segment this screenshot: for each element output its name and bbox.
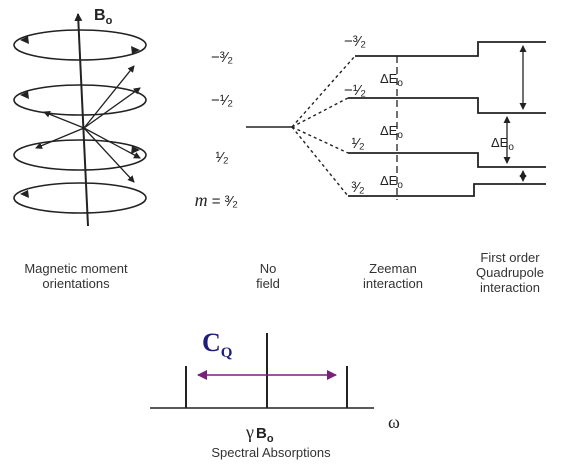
magnetic-moment-figure: Bo Magnetic moment orientations	[13, 7, 147, 291]
splitting-line	[291, 97, 349, 128]
omega-axis-label: ω	[388, 412, 400, 432]
quadrupole-caption-line3: interaction	[480, 280, 540, 295]
precession-ellipse-3	[13, 139, 147, 171]
level-plus-1-2	[348, 152, 546, 168]
moment-vector	[83, 127, 135, 183]
delta-e-label-2: ΔEo	[380, 123, 403, 141]
cq-label: CQ	[202, 328, 233, 361]
rotation-arrow	[131, 146, 140, 154]
precession-ellipse-2	[13, 84, 147, 116]
moment-vector	[83, 87, 141, 129]
moment-vector	[83, 65, 135, 129]
m-label-1: −³⁄₂	[211, 49, 233, 66]
m-label-3: ¹⁄₂	[215, 149, 229, 166]
rotation-arrow	[20, 190, 29, 198]
quadrupole-caption-line1: First order	[480, 250, 540, 265]
moment-vector	[35, 127, 85, 149]
b0-axis	[74, 13, 89, 227]
delta-e-label-3: ΔEo	[380, 173, 403, 191]
moment-vector	[83, 127, 141, 159]
moment-vector	[43, 110, 85, 129]
zeeman-label-2: −¹⁄₂	[344, 82, 366, 99]
rotation-arrow	[131, 46, 140, 54]
no-field-caption-line2: field	[256, 276, 280, 291]
no-field-caption-line1: No	[260, 261, 277, 276]
zeeman-caption-line2: interaction	[363, 276, 423, 291]
level-minus-3-2	[355, 41, 546, 57]
m-label-2: −¹⁄₂	[211, 92, 233, 109]
spectrum-caption: Spectral Absorptions	[211, 445, 331, 460]
m-quantum-labels: −³⁄₂ −¹⁄₂ ¹⁄₂ m = ³⁄₂	[195, 49, 239, 210]
magnetic-caption-line1: Magnetic moment	[24, 261, 128, 276]
delta-e-label-1: ΔEo	[380, 71, 403, 89]
zeeman-label-4: ³⁄₂	[351, 179, 365, 196]
magnetic-caption-line2: orientations	[42, 276, 110, 291]
b0-label: Bo	[94, 7, 113, 27]
zeeman-caption-line1: Zeeman	[369, 261, 417, 276]
energy-level-diagram: −³⁄₂ −¹⁄₂ ¹⁄₂ ³⁄₂ ΔEo ΔEo ΔEo ΔEo No fie…	[246, 33, 546, 295]
delta-e-label-quadrupole: ΔEo	[491, 135, 514, 153]
zeeman-label-3: ¹⁄₂	[351, 135, 365, 152]
quadrupole-caption-line2: Quadrupole	[476, 265, 544, 280]
rotation-arrow	[20, 91, 29, 99]
rotation-arrow	[20, 36, 29, 44]
splitting-line	[291, 55, 356, 128]
precession-ellipse-4	[13, 182, 147, 214]
splitting-line	[291, 126, 349, 197]
zeeman-label-1: −³⁄₂	[344, 33, 366, 50]
m-label-4: m = ³⁄₂	[195, 190, 239, 210]
level-minus-1-2	[348, 97, 546, 114]
level-plus-3-2	[348, 183, 546, 197]
splitting-line	[291, 126, 349, 154]
